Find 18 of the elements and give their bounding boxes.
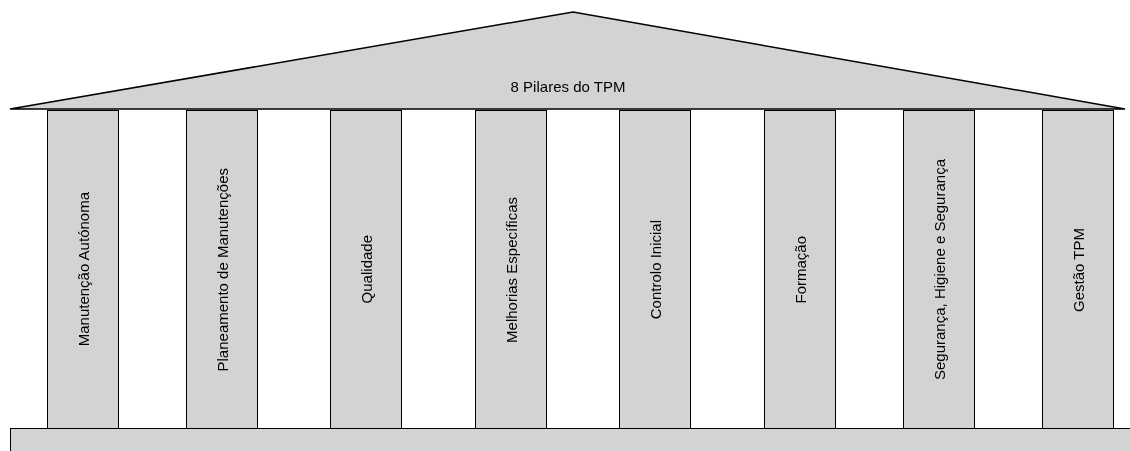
pillar-label: Gestão TPM [1069, 227, 1087, 312]
pillar-label: Controlo Inicial [646, 219, 664, 320]
base-bar [10, 428, 1130, 451]
pillar-label: Planeamento de Manutenções [213, 167, 231, 372]
pillar-label: Qualidade [357, 235, 375, 304]
pillar-label: Melhorias Específicas [502, 196, 520, 343]
pillar [330, 110, 402, 429]
pillar [475, 110, 547, 429]
pillar-label: Manutenção Autónoma [74, 192, 92, 347]
pillar-label: Segurança, Higiene e Segurança [930, 159, 948, 380]
pillar [903, 110, 975, 429]
roof-title: 8 Pilares do TPM [509, 78, 627, 95]
pillar [764, 110, 836, 429]
pillar-label: Formação [791, 235, 809, 304]
pillar [186, 110, 258, 429]
pillar [47, 110, 119, 429]
pillar [619, 110, 691, 429]
pillar [1042, 110, 1114, 429]
